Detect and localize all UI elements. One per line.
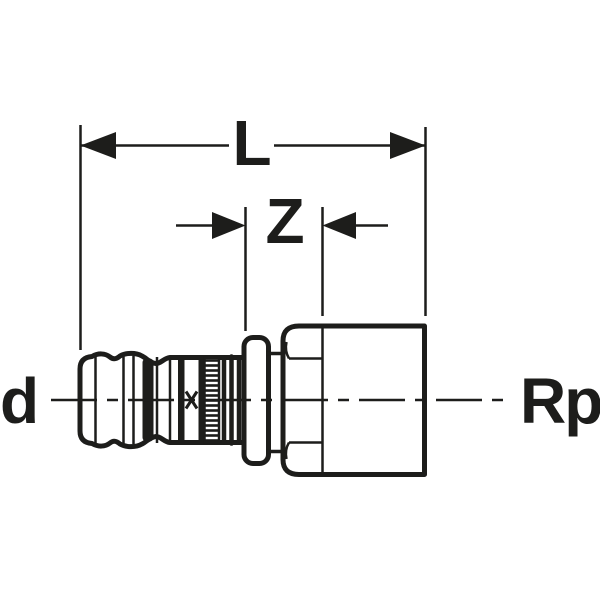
dimension-Z [176,212,388,239]
label-left-end: d [0,365,37,437]
arrowhead-z-left [212,212,246,239]
arrowhead-right [390,132,426,159]
label-group: L Z d Rp [0,107,600,437]
body-outline [280,323,427,477]
arrowhead-left [80,132,116,159]
extension-lines [79,125,427,350]
dimension-group [79,125,427,350]
arrowhead-z-right [322,212,356,239]
fitting-outline-group [77,323,427,477]
dimension-L [80,132,426,159]
label-right-end: Rp [520,365,600,437]
label-dim-insertion: Z [265,185,303,257]
label-dim-length: L [232,107,270,179]
